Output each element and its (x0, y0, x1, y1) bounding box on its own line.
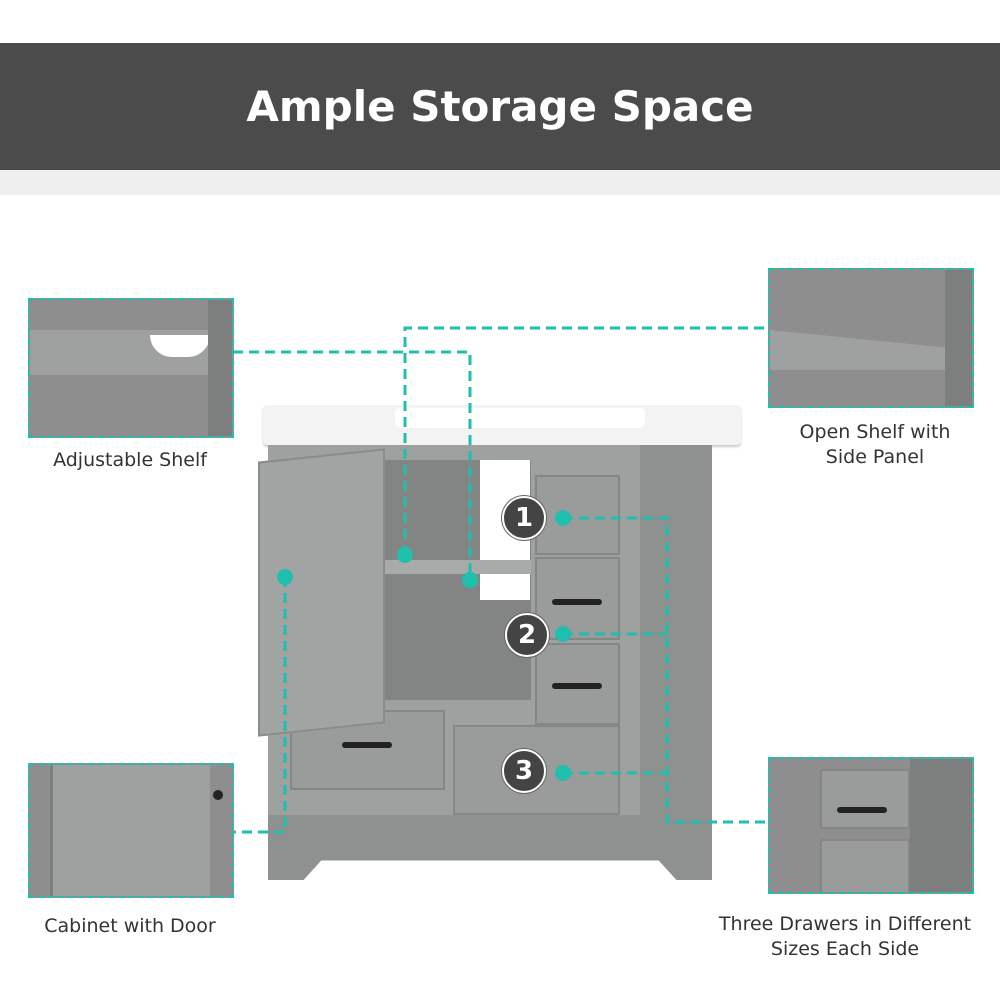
drawer-dot (555, 510, 571, 526)
badge-3: 3 (502, 749, 546, 793)
vanity-cabinet (255, 400, 745, 890)
shelf-dot (462, 572, 478, 588)
drawer-dot (555, 626, 571, 642)
label-adjustable-shelf: Adjustable Shelf (53, 449, 207, 471)
badge-2: 2 (505, 613, 549, 657)
badge-1: 1 (502, 496, 546, 540)
header-banner: Ample Storage Space (0, 43, 1000, 170)
page-title: Ample Storage Space (246, 82, 754, 131)
side-panel (640, 445, 712, 850)
right-drawer-1 (535, 475, 620, 555)
drawers-inset (768, 757, 974, 894)
label-cabinet-door: Cabinet with Door (44, 915, 216, 937)
right-drawer-3 (535, 643, 620, 725)
cabinet-door-inset (28, 763, 234, 898)
shelf-dot (397, 547, 413, 563)
header-strip (0, 170, 1000, 195)
open-shelf-inset (768, 268, 974, 408)
adjustable-shelf-visual (383, 560, 531, 574)
right-drawer-2 (535, 557, 620, 640)
adjustable-shelf-inset (28, 298, 234, 438)
drawer-dot (555, 765, 571, 781)
door-dot (277, 569, 293, 585)
